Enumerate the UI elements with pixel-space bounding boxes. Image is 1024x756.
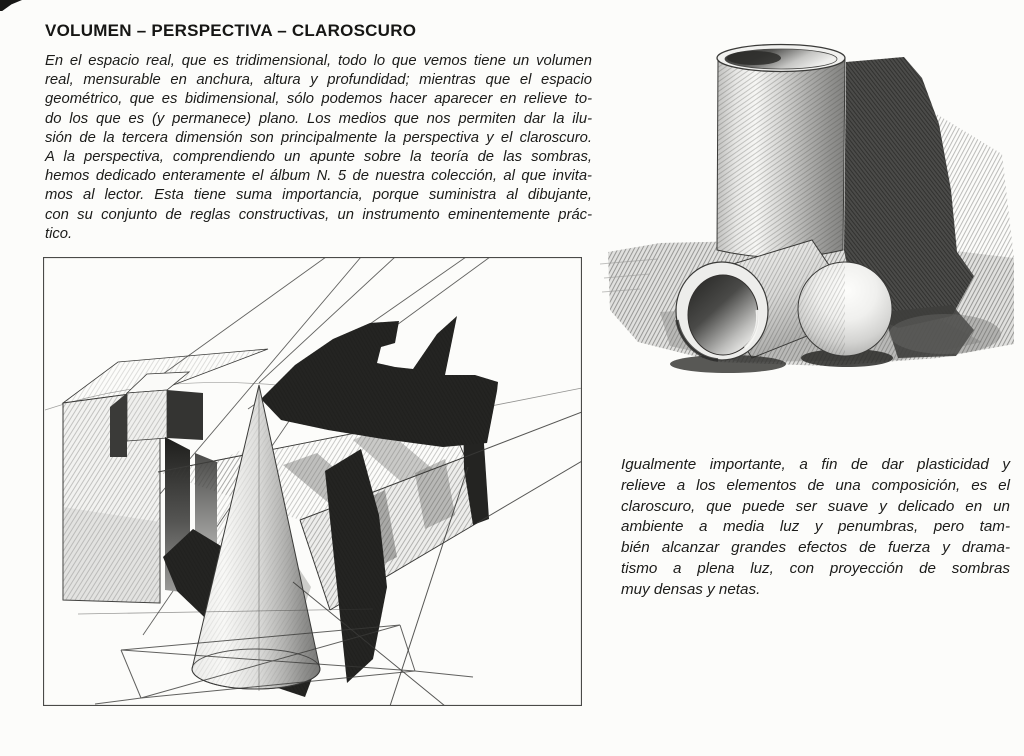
- perspective-rays: [292, 411, 582, 706]
- perspective-drawing-svg: [43, 257, 582, 706]
- intro-line: real, mensurable en anchura, altura y pr…: [45, 72, 592, 89]
- cylinders-sketch-svg: [600, 43, 1014, 373]
- figure-cylinders-sketch: [600, 12, 1020, 382]
- scan-corner-artifact: [0, 0, 22, 11]
- note-line: ambiente a media luz y penumbras, pero t…: [621, 518, 1010, 536]
- tube-ground-shadow: [670, 355, 786, 373]
- intro-line: A la perspectiva, comprendiendo un apunt…: [45, 148, 592, 165]
- pencil-ground-strokes: [600, 258, 659, 293]
- note-line: bién alcanzar grandes efectos de fuerza …: [621, 539, 1010, 557]
- note-line: relieve a los elementos de una composici…: [621, 476, 1010, 494]
- intro-paragraph: En el espacio real, que es tridimensiona…: [45, 52, 592, 244]
- cone-base-circle: [191, 648, 321, 690]
- note-line: claroscuro, que puede ser suave y delica…: [621, 497, 1010, 515]
- page-title: VOLUMEN – PERSPECTIVA – CLAROSCURO: [45, 21, 417, 40]
- intro-line: sión de la tercera dimensión son princip…: [45, 129, 592, 146]
- drawing-frame: [43, 257, 582, 706]
- intro-line: con su conjunto de reglas constructivas,…: [45, 206, 592, 223]
- intro-line: hemos dedicado enteramente el álbum N. 5…: [45, 168, 592, 185]
- side-paragraph: Igualmente importante, a fin de dar plas…: [621, 455, 1010, 601]
- intro-line: mos al lector. Esta tiene suma importanc…: [45, 187, 592, 204]
- intro-line: En el espacio real, que es tridimensiona…: [45, 53, 592, 69]
- ball-cast-shadow: [883, 305, 974, 358]
- note-line: muy densas y netas.: [621, 580, 761, 598]
- intro-line: do los que es (y permanece) plano. Los m…: [45, 110, 592, 127]
- intro-line: geométrico, que es bidimensional, sólo p…: [45, 91, 592, 108]
- intro-line: tico.: [45, 225, 73, 242]
- note-line: tismo a plena luz, con proyección de som…: [621, 559, 1010, 577]
- note-line: Igualmente importante, a fin de dar plas…: [621, 456, 1010, 473]
- figure-perspective-drawing: [43, 257, 582, 706]
- notch-inner-shadow: [110, 393, 127, 457]
- base-construction-square: [94, 624, 474, 705]
- left-block: [61, 348, 271, 604]
